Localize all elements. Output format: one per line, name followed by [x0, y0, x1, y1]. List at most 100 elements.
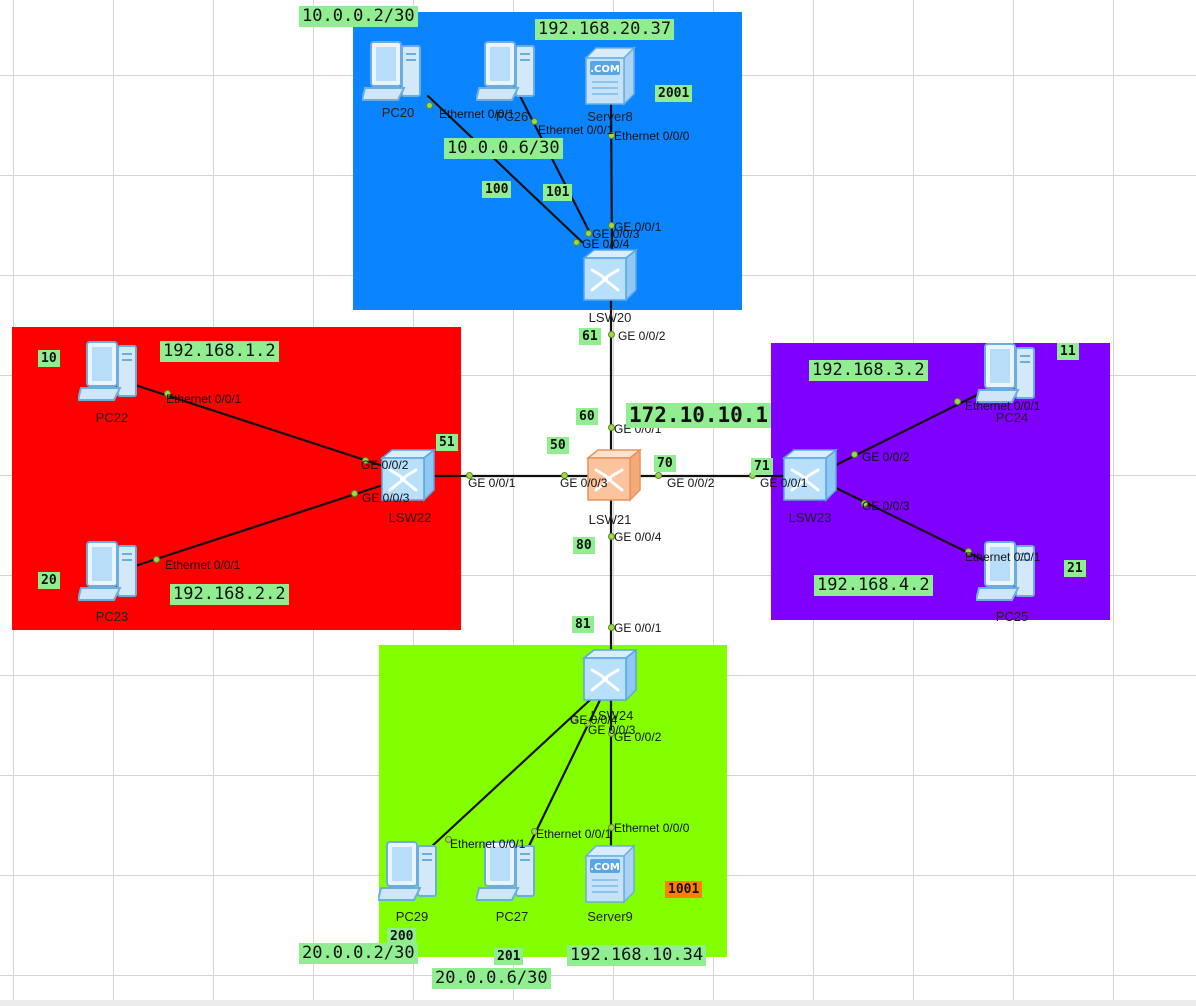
port-dot: [608, 824, 615, 831]
ip-label: 10.0.0.6/30: [444, 138, 563, 159]
port-dot: [571, 716, 578, 723]
port-label: Ethernet 0/0/1: [965, 550, 1041, 564]
vlan-label: 70: [654, 455, 676, 472]
port-dot: [655, 472, 662, 479]
vlan-label: 50: [547, 437, 569, 454]
ip-label: 20.0.0.6/30: [432, 968, 551, 989]
ip-label: 192.168.10.34: [567, 945, 707, 966]
link-pc26-lsw20: [518, 94, 592, 235]
port-dot: [584, 720, 591, 727]
port-dot: [608, 533, 615, 540]
ip-label: 192.168.1.2: [160, 341, 279, 362]
port-label: GE 0/0/1: [614, 621, 662, 635]
port-dot: [445, 836, 452, 843]
vlan-label: 61: [579, 328, 601, 345]
vlan-label: 71: [751, 458, 773, 475]
switch-icon[interactable]: [582, 648, 638, 702]
port-dot: [965, 548, 972, 555]
link-pc20-lsw20: [426, 94, 584, 244]
port-label: GE 0/0/2: [614, 730, 662, 744]
device-name-pc27: PC27: [495, 909, 529, 924]
port-dot: [362, 457, 369, 464]
port-label: GE 0/0/1: [760, 476, 808, 490]
device-name-lsw24: LSW24: [590, 708, 634, 723]
port-label: GE 0/0/3: [560, 476, 608, 490]
device-name-pc26: PC26: [495, 109, 529, 124]
port-label: GE 0/0/4: [582, 237, 630, 251]
port-label: GE 0/0/2: [862, 450, 910, 464]
vlan-label: 80: [573, 537, 595, 554]
bottom-scrollbar-strip: [0, 1000, 1196, 1006]
vlan-label: 20: [38, 572, 60, 589]
port-label: GE 0/0/3: [588, 723, 636, 737]
pc-icon[interactable]: [476, 840, 546, 904]
pc-icon[interactable]: [78, 540, 148, 604]
device-name-pc24: PC24: [995, 410, 1029, 425]
core-switch-icon[interactable]: [586, 448, 642, 502]
pc-icon[interactable]: [78, 340, 148, 404]
pc-icon[interactable]: [976, 540, 1046, 604]
port-label: GE 0/0/1: [468, 476, 516, 490]
port-dot: [153, 556, 160, 563]
vlan-label: 100: [482, 181, 512, 198]
pc-icon[interactable]: [976, 342, 1046, 406]
vlan-label: 2001: [655, 85, 693, 102]
switch-icon[interactable]: [380, 448, 436, 502]
vlan-label: 200: [387, 928, 417, 945]
server-icon[interactable]: .COM: [584, 46, 636, 106]
server-icon[interactable]: .COM: [584, 844, 636, 904]
port-label: GE 0/0/1: [614, 220, 662, 234]
port-dot: [608, 222, 615, 229]
vlan-label: 11: [1057, 343, 1079, 360]
port-dot: [466, 472, 473, 479]
switch-icon[interactable]: [782, 448, 838, 502]
ip-label: 192.168.3.2: [809, 360, 928, 381]
port-dot: [954, 398, 961, 405]
svg-text:.COM: .COM: [590, 64, 620, 75]
svg-text:.COM: .COM: [590, 862, 620, 873]
port-dot: [531, 118, 538, 125]
port-dot: [851, 451, 858, 458]
vlan-label: 10: [38, 350, 60, 367]
pc-icon[interactable]: [378, 840, 448, 904]
area-bottom-green: [379, 645, 727, 957]
switch-icon[interactable]: [582, 248, 638, 302]
port-dot: [608, 132, 615, 139]
pc-icon[interactable]: [476, 40, 546, 104]
port-label: Ethernet 0/0/1: [450, 837, 526, 851]
port-label: GE 0/0/2: [667, 476, 715, 490]
vlan-label: 60: [576, 408, 598, 425]
device-name-pc20: PC20: [381, 105, 415, 120]
link-lsw24-pc29: [428, 698, 592, 850]
ip-label: 192.168.2.2: [170, 584, 289, 605]
port-dot: [426, 102, 433, 109]
port-label: Ethernet 0/0/1: [538, 123, 614, 137]
port-label: GE 0/0/4: [614, 530, 662, 544]
device-name-server9: Server9: [587, 909, 633, 924]
port-label: Ethernet 0/0/1: [439, 107, 515, 121]
device-name-pc25: PC25: [995, 609, 1029, 624]
port-label: Ethernet 0/0/1: [165, 558, 241, 572]
port-dot: [561, 472, 568, 479]
device-name-lsw21: LSW21: [588, 512, 632, 527]
ip-label: 192.168.20.37: [535, 19, 675, 40]
link-lsw23-pc25: [834, 486, 985, 562]
device-name-pc29: PC29: [395, 909, 429, 924]
port-dot: [585, 230, 592, 237]
ip-label: 172.10.10.1: [626, 403, 772, 428]
port-dot: [861, 500, 868, 507]
ip-label: 10.0.0.2/30: [299, 6, 418, 27]
port-label: Ethernet 0/0/0: [614, 821, 690, 835]
port-dot: [608, 730, 615, 737]
vlan-label: 1001: [665, 881, 703, 898]
port-label: GE 0/0/2: [361, 458, 409, 472]
vlan-label: 201: [494, 948, 524, 965]
port-dot: [351, 490, 358, 497]
link-lsw23-pc24: [834, 390, 985, 467]
port-dot: [608, 424, 615, 431]
port-dot: [164, 390, 171, 397]
port-dot: [608, 624, 615, 631]
port-label: GE 0/0/3: [592, 227, 640, 241]
pc-icon[interactable]: [362, 40, 432, 104]
vlan-label: 101: [543, 184, 573, 201]
